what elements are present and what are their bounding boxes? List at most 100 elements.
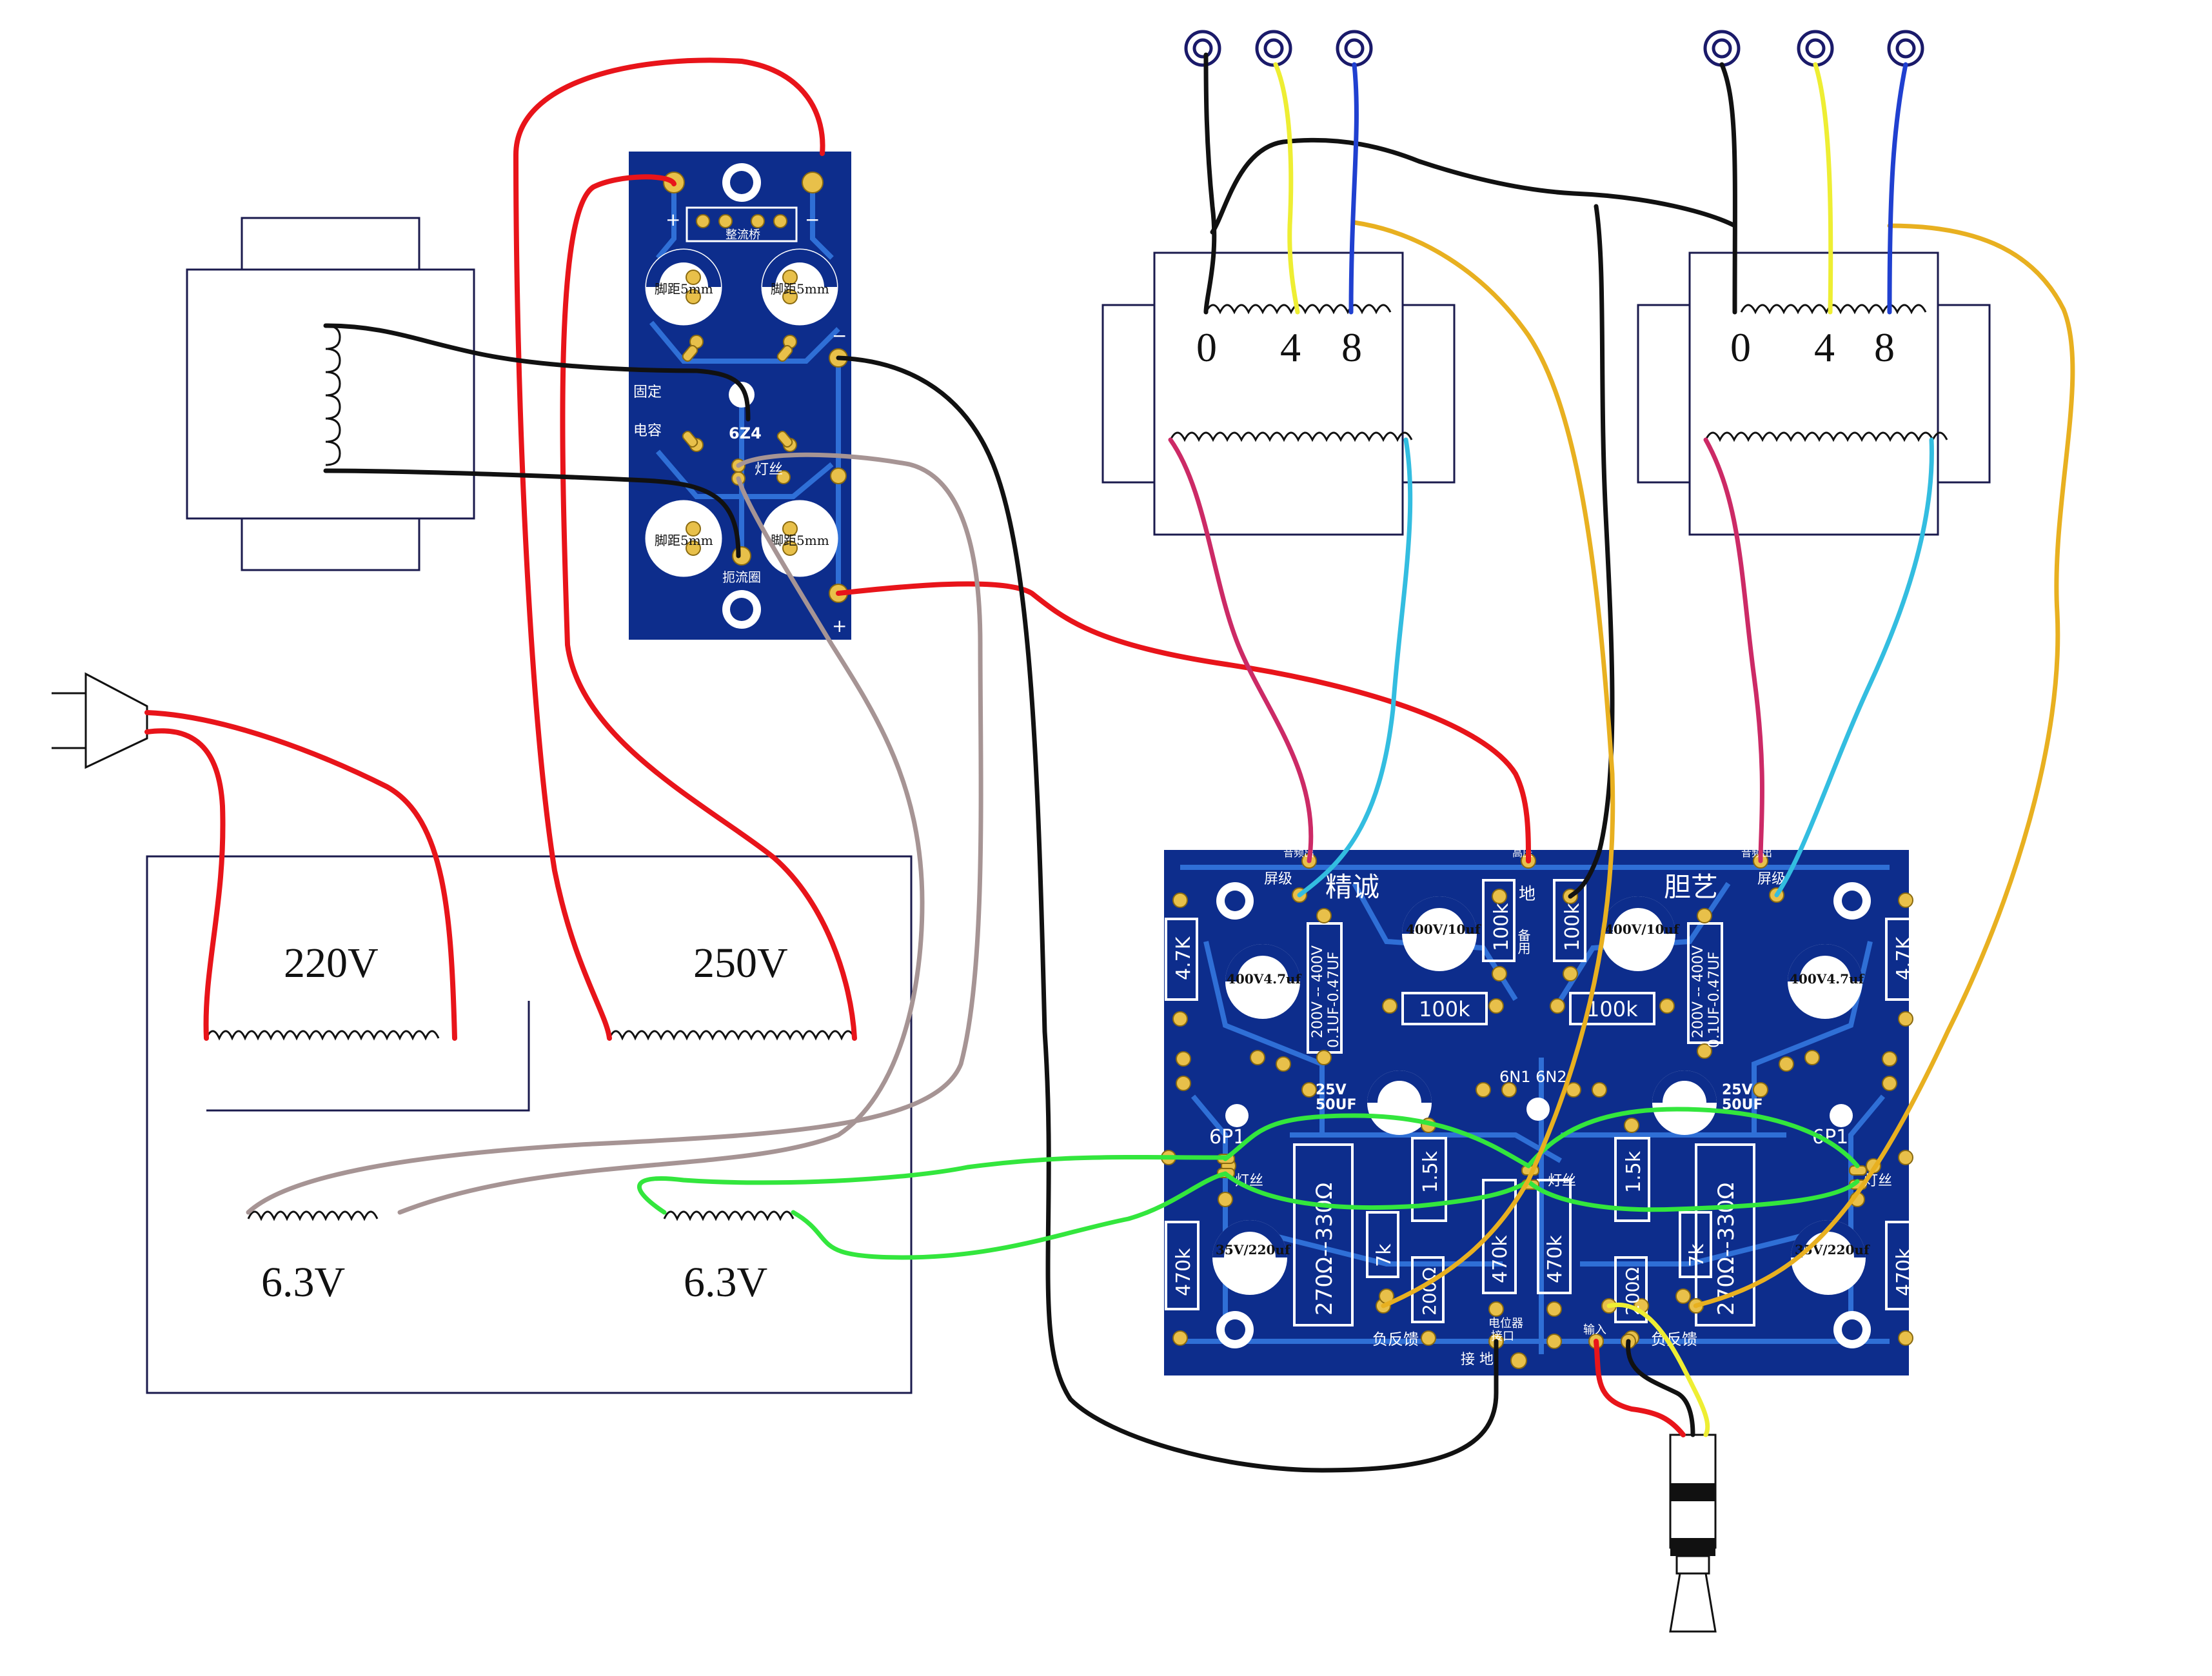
c-coupling-right-2: 0.1UF-0.47UF (1706, 952, 1723, 1048)
ot-right-primary-coil (1704, 431, 1948, 442)
wire-magenta-plate-left (1168, 437, 1314, 863)
amplifier-board: 精诚 胆艺 音频出 音频出 高压 屏级 屏级 地 备用 接 地 4.7K 4.7… (1161, 847, 1920, 1375)
wire-red-mains-2 (144, 728, 226, 1041)
wire-red-hv-1 (513, 57, 825, 1041)
r-200-left: 200Ω (1419, 1267, 1440, 1316)
brand-right: 胆艺 (1664, 871, 1718, 903)
r-470k-1: 470k (1172, 1248, 1195, 1296)
ot-left-primary-coil (1169, 431, 1413, 442)
wire-red-mains-1 (144, 710, 457, 1041)
wire-orange-feedback-left (1352, 220, 1615, 1308)
label-heater1: 6.3V (261, 1259, 345, 1306)
label-220v: 220V (284, 940, 379, 987)
r-100k-a: 100k (1490, 903, 1513, 951)
ot-right-secondary-coil (1740, 304, 1927, 315)
ot-right-tap-4: 4 (1814, 324, 1835, 370)
wire-magenta-plate-right (1703, 437, 1764, 863)
volume-label-1: 电位器 (1488, 1317, 1523, 1330)
wires (144, 52, 2075, 1473)
r-4-7k-left: 4.7K (1172, 936, 1195, 980)
c-25v-left-1: 25V (1316, 1082, 1347, 1098)
ot-left-tap-8: 8 (1341, 324, 1362, 370)
feedback-right-label: 负反馈 (1651, 1330, 1697, 1348)
label-250v: 250V (693, 940, 788, 987)
r-470k-2: 470k (1489, 1235, 1512, 1283)
terminal-left-8 (1336, 30, 1373, 67)
wire-orange-feedback-right (1693, 223, 2075, 1308)
tube-preamp-label: 6N1 6N2 (1499, 1068, 1567, 1086)
ot-left-tap-4: 4 (1280, 324, 1301, 370)
wire-red-b-plus (836, 581, 1531, 863)
output-transformer-left (1101, 251, 1456, 536)
terminal-left-4 (1255, 30, 1292, 67)
wire-cyan-screen-left (1297, 437, 1413, 898)
psu-minus-top-right: − (805, 209, 820, 230)
wire-black-input (1626, 1339, 1695, 1437)
feedback-left-label: 负反馈 (1372, 1330, 1419, 1348)
ground-bottom-label: 接 地 (1461, 1352, 1494, 1368)
secondary-winding-box (146, 855, 913, 1394)
power-supply-board: + − 整流桥 脚距5mm 脚距5mm 脚距5mm 脚距5mm 固定 电容 6Z… (629, 152, 851, 640)
psu-minus-right: − (832, 325, 847, 346)
c-400v-10uf-right: 400V/10uf (1605, 922, 1680, 937)
psu-plus-bottom-right: + (832, 615, 847, 636)
psu-filament-label: 灯丝 (755, 462, 783, 478)
r-100k-b: 100k (1561, 903, 1584, 951)
psu-cap-tl-label: 脚距5mm (655, 281, 713, 297)
wire-green-heater-1 (637, 1154, 1228, 1215)
r-7k-right: 7k (1686, 1243, 1708, 1267)
c-coupling-right-1: 200V -- 400V (1690, 945, 1706, 1038)
psu-fixed-cap-1: 固定 (633, 384, 662, 400)
wire-black-primary-1 (323, 323, 751, 422)
psu-cap-bl-label: 脚距5mm (655, 533, 713, 548)
terminal-right-8 (1887, 30, 1924, 67)
speaker-terminals (1184, 30, 1924, 67)
filament-mid-label: 灯丝 (1548, 1173, 1576, 1189)
ot-right-tap-0: 0 (1730, 324, 1751, 370)
wire-blue-spk-left (1348, 62, 1359, 315)
c-25v-left-2: 50UF (1316, 1097, 1357, 1113)
winding-220v-coil (205, 1030, 440, 1041)
brand-left: 精诚 (1325, 871, 1379, 903)
wire-black-primary-2 (323, 468, 741, 558)
wire-black-ground (836, 355, 1499, 1473)
mains-plug-icon (52, 672, 148, 769)
psu-cap-tr-label: 脚距5mm (771, 281, 829, 297)
ground-top-label: 地 (1519, 885, 1536, 904)
c-coupling-left-1: 200V -- 400V (1310, 945, 1326, 1038)
wire-yellow-input (1606, 1302, 1710, 1437)
audio-input-plug-icon (1669, 1434, 1717, 1633)
c-400v-4-7uf-left: 400V4.7uf (1227, 971, 1302, 987)
ot-left-tap-0: 0 (1196, 324, 1217, 370)
input-label: 输入 (1583, 1323, 1606, 1337)
wire-red-input (1594, 1339, 1686, 1437)
wire-black-spk-link (1210, 137, 1737, 235)
r-4-7k-right: 4.7K (1893, 936, 1915, 980)
r-1-5k-left: 1.5k (1419, 1150, 1442, 1193)
terminal-right-4 (1797, 30, 1834, 67)
wire-yellow-spk-left (1273, 62, 1300, 315)
r-100k-c: 100k (1419, 997, 1470, 1021)
c-coupling-left-2: 0.1UF-0.47UF (1326, 952, 1342, 1048)
wire-blue-spk-right (1887, 62, 1908, 315)
psu-choke-label: 扼流圈 (722, 569, 761, 585)
label-heater2: 6.3V (684, 1259, 767, 1306)
r-100k-d: 100k (1586, 997, 1638, 1021)
psu-fixed-cap-2: 电容 (633, 423, 662, 439)
c-25v-right-1: 25V (1722, 1082, 1753, 1098)
terminal-left-0 (1184, 30, 1221, 67)
terminal-right-0 (1703, 30, 1741, 67)
spare-label: 备用 (1516, 929, 1531, 954)
c-400v-4-7uf-right: 400V4.7uf (1790, 971, 1865, 987)
r-470k-4: 470k (1893, 1248, 1915, 1296)
wire-gray-rect-heater (246, 452, 983, 1215)
wire-cyan-screen-right (1774, 437, 1934, 898)
power-transformer-symbol (186, 217, 475, 571)
psu-bridge-label: 整流桥 (726, 228, 760, 242)
wire-green-filament-link (1223, 1107, 1860, 1168)
ot-right-tap-8: 8 (1874, 324, 1895, 370)
r-7k-left: 7k (1373, 1243, 1396, 1267)
r-470k-3: 470k (1544, 1235, 1566, 1283)
